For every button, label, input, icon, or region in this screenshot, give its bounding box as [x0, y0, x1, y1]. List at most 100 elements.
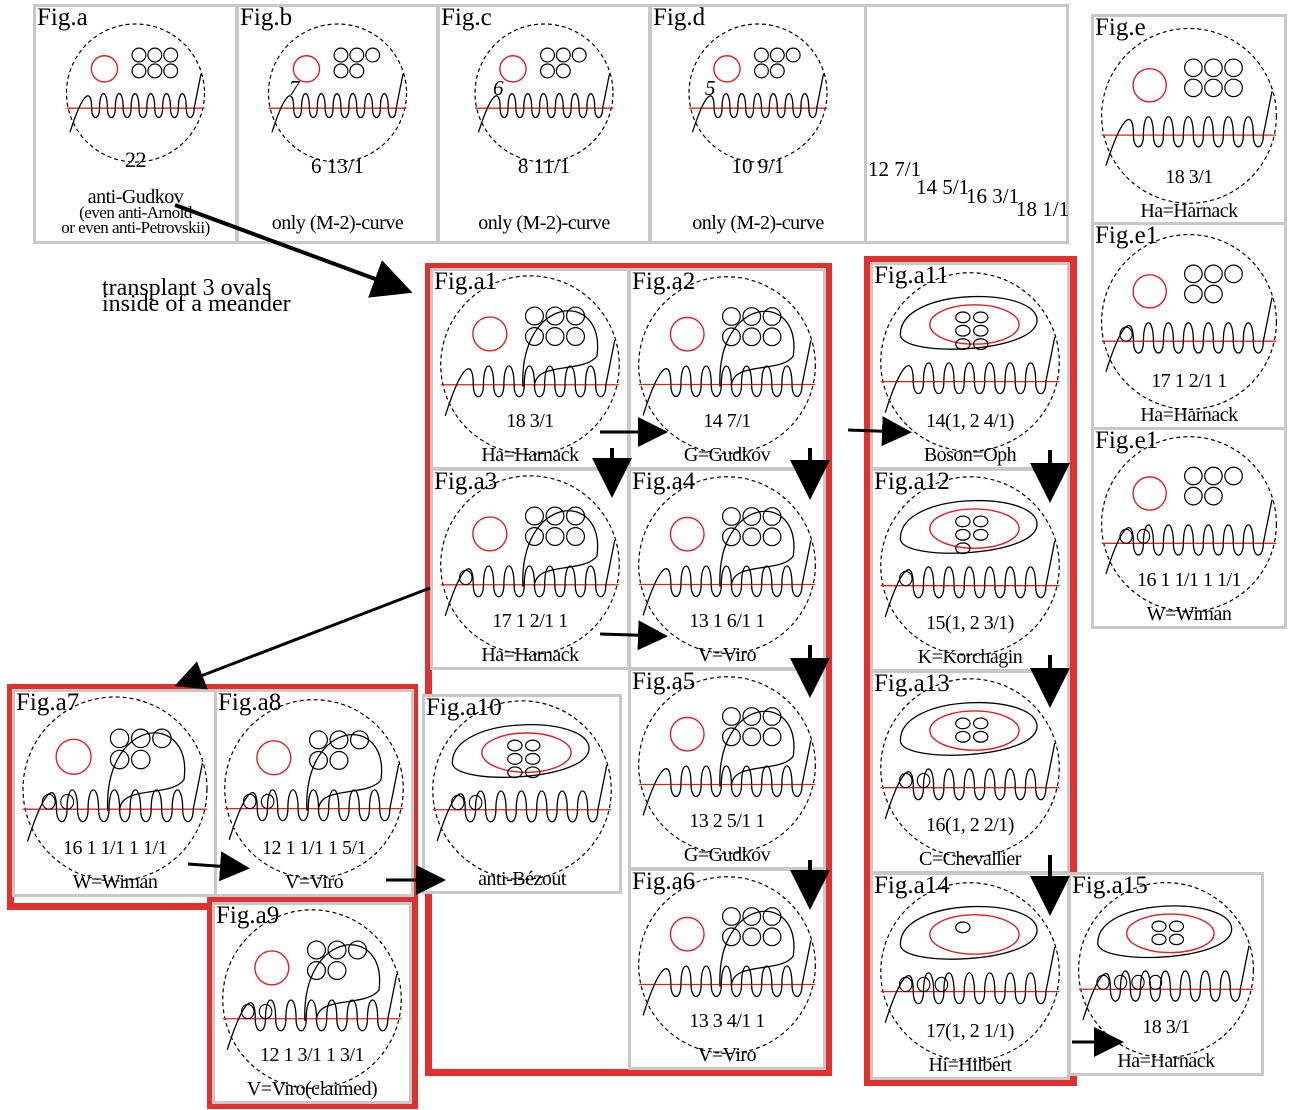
code-d: 10 9/1	[652, 155, 864, 177]
panel-fig-a14: Fig.a1417(1, 2 1/1)Hi=Hilbert	[870, 872, 1070, 1080]
oval	[546, 507, 564, 525]
meander-curve	[643, 340, 811, 415]
panel-code: 14 7/1	[631, 411, 823, 431]
arrow-a3-to-a7	[180, 588, 430, 684]
oval	[763, 908, 781, 926]
oval	[723, 508, 741, 526]
panel-label: Fig.a6	[632, 867, 695, 897]
panel-code: 14(1, 2 4/1)	[873, 411, 1067, 431]
panel-fig-a6: Fig.a613 3 4/1 1V=Viro	[628, 868, 826, 1070]
caption-d: only (M-2)-curve	[652, 213, 864, 233]
panel-caption: G=Gudkov	[631, 845, 823, 865]
panel-label: Fig.a	[37, 3, 88, 33]
oval	[310, 731, 328, 749]
panel-code: 13 1 6/1 1	[631, 611, 823, 631]
red-oval	[473, 317, 507, 351]
oval	[366, 48, 380, 62]
meander-curve	[1106, 91, 1272, 165]
panel-caption: V=Viro	[631, 1045, 823, 1065]
oval	[1205, 285, 1222, 302]
oval	[1225, 79, 1242, 96]
meander-curve	[445, 340, 615, 416]
inner-oval	[974, 731, 988, 742]
oval	[541, 48, 555, 62]
inner-oval	[1169, 934, 1183, 944]
inner-oval	[974, 325, 988, 336]
panel-caption: Ha=Harnack	[433, 645, 627, 665]
oval	[1225, 59, 1242, 76]
inner-oval	[526, 740, 540, 751]
panel-label: Fig.e1	[1095, 426, 1158, 456]
oval	[546, 307, 564, 325]
panel-code: 16(1, 2 2/1)	[873, 815, 1067, 835]
panel-code: 18 3/1	[1071, 1017, 1261, 1037]
panel-label: Fig.c	[441, 3, 492, 33]
oval-number-c: 6	[493, 77, 504, 99]
meander-curve	[643, 940, 811, 1015]
panel-fig-a12: Fig.a1215(1, 2 3/1)K=Korchagin	[870, 468, 1070, 672]
disk-drawing	[425, 697, 619, 891]
panel-caption: K=Korchagin	[873, 647, 1067, 667]
inner-oval	[974, 529, 988, 540]
oval	[546, 328, 564, 346]
red-oval	[1133, 275, 1166, 308]
oval	[723, 328, 741, 346]
meander-curve	[643, 740, 811, 815]
panel-code: 18 3/1	[1094, 167, 1284, 187]
oval	[743, 508, 761, 526]
meander-curve	[227, 974, 397, 1050]
panel-caption: W=Wiman	[1094, 604, 1284, 624]
red-oval	[1133, 69, 1166, 102]
meander-curve	[229, 764, 399, 840]
oval	[1185, 467, 1202, 484]
oval	[1205, 467, 1222, 484]
panel-caption: C=Chevallier	[873, 849, 1067, 869]
panel-caption: Hi=Hilbert	[873, 1055, 1067, 1075]
oval	[526, 528, 544, 546]
series-item: 16 3/1	[966, 185, 1019, 207]
oval	[743, 728, 761, 746]
red-oval	[56, 739, 91, 774]
disk-drawing	[873, 673, 1067, 871]
meander-curve	[70, 74, 201, 133]
panel-fig-a: Fig.a 22 anti-Gudkov (even anti-Arnold o…	[33, 4, 238, 244]
panel-fig-a7: Fig.a716 1 1/1 1 1/1W=Wiman	[12, 689, 218, 897]
oval	[1225, 467, 1242, 484]
oval	[132, 48, 146, 62]
oval	[763, 508, 781, 526]
caption-c: only (M-2)-curve	[440, 213, 648, 233]
panel-code: 12 1 3/1 1 3/1	[215, 1045, 409, 1065]
small-oval	[900, 571, 912, 585]
oval	[350, 64, 364, 78]
inner-oval	[526, 754, 540, 765]
oval	[556, 64, 570, 78]
panel-fig-e: Fig.e18 3/1Ha=Harnack	[1091, 14, 1287, 226]
series-item: 18 1/1	[1016, 198, 1069, 220]
panel-code: 17 1 2/1 1	[1094, 371, 1284, 391]
oval	[132, 729, 150, 747]
oval	[349, 941, 367, 959]
oval	[770, 48, 784, 62]
small-oval	[900, 773, 912, 787]
meander-curve	[1106, 500, 1272, 574]
oval	[743, 328, 761, 346]
series-item: 14 5/1	[916, 176, 969, 198]
red-oval	[930, 915, 1019, 954]
oval	[567, 328, 585, 346]
inner-oval	[1169, 921, 1183, 931]
inner-oval	[508, 754, 522, 765]
oval	[1205, 487, 1222, 504]
panel-code: 16 1 1/1 1 1/1	[15, 838, 215, 858]
oval	[541, 64, 555, 78]
oval	[526, 507, 544, 525]
disk-drawing	[1094, 17, 1284, 223]
panel-code: 13 2 5/1 1	[631, 811, 823, 831]
panel-fig-a3: Fig.a317 1 2/1 1Ha=Harnack	[430, 468, 630, 670]
red-oval	[714, 56, 740, 82]
panel-label: Fig.a9	[216, 901, 279, 931]
oval	[334, 48, 348, 62]
disk-drawing	[215, 905, 409, 1101]
panel-caption: V=Viro	[217, 872, 411, 892]
small-oval	[1149, 975, 1161, 989]
panel-fig-c: Fig.c 8 11/1 only (M-2)-curve 6	[437, 4, 651, 244]
